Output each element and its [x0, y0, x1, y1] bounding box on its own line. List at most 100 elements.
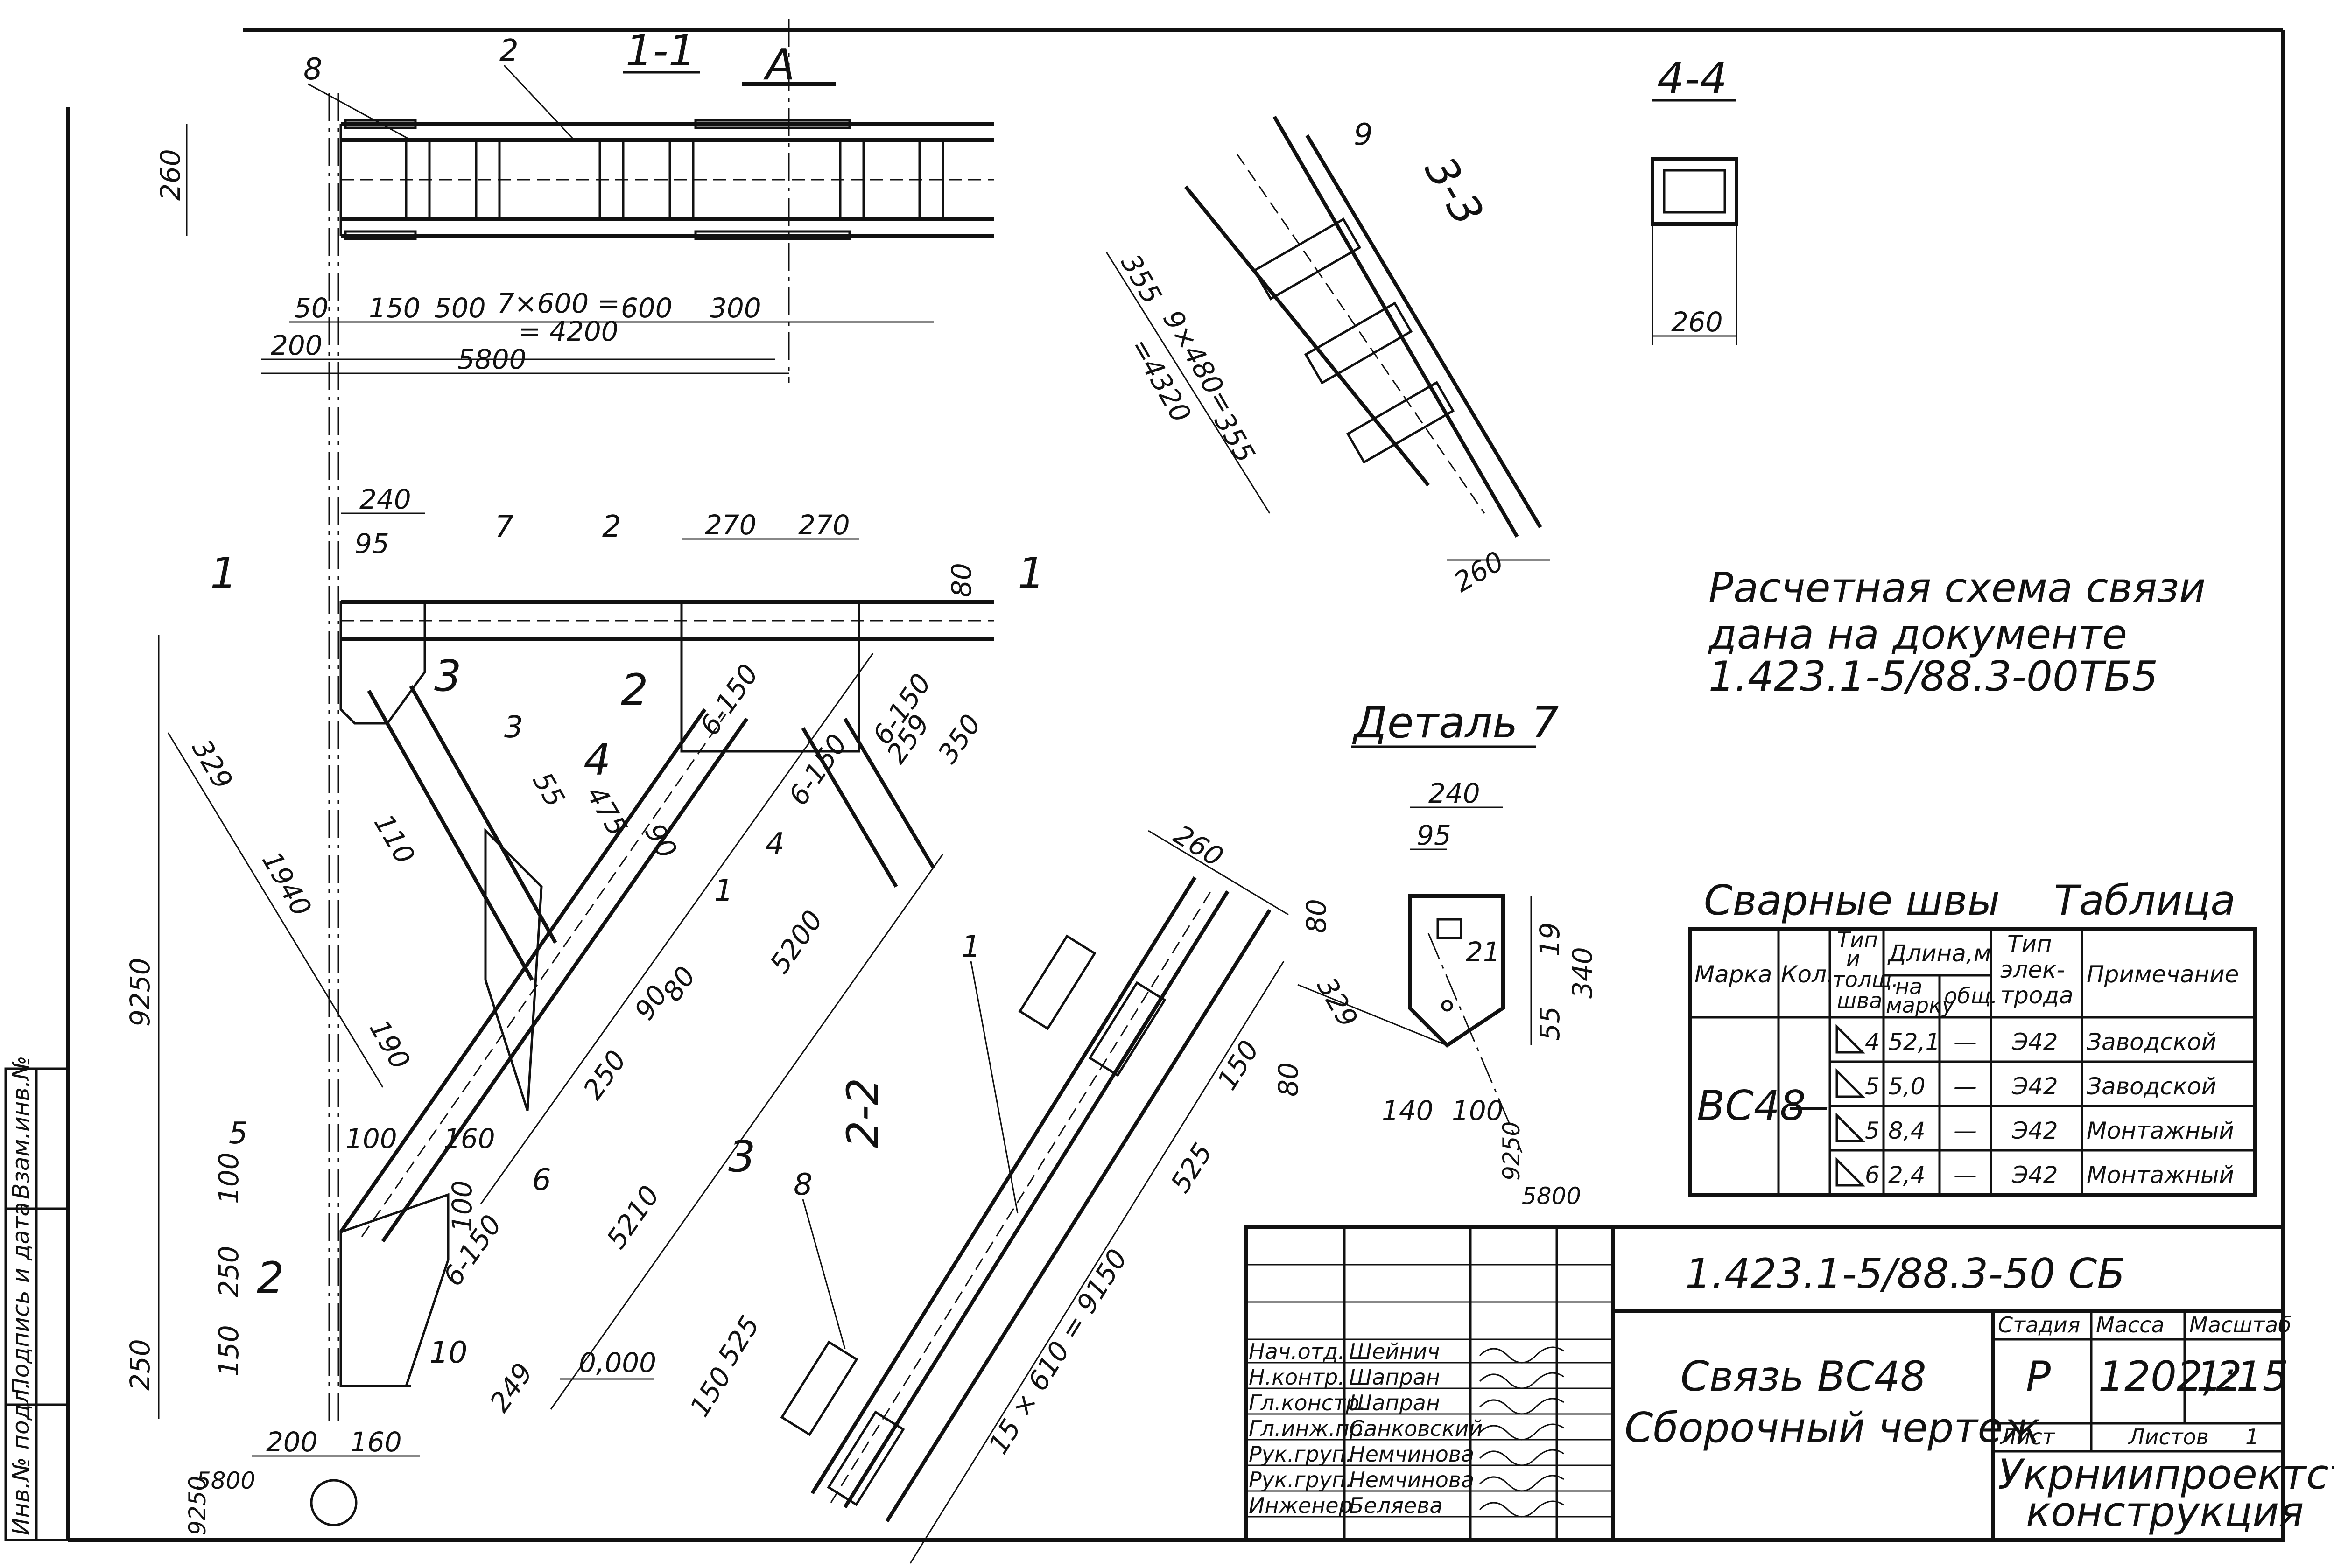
section-2-2: 2-2 260 150 525 15 × 610 = 9150 525 150 … — [683, 819, 1289, 1564]
person-name: Санковский — [1349, 1416, 1483, 1441]
cut-2-upper: 2 — [621, 665, 648, 715]
d7-dim-9250: 9250 — [1498, 1121, 1525, 1181]
weld-row-total: — — [1954, 1073, 1977, 1100]
pos-1-main: 1 — [714, 874, 733, 908]
stage-label: Стадия — [1998, 1312, 2080, 1337]
person-role: Н.контр. — [1249, 1365, 1345, 1390]
weld-6-150-a: 6-150 — [694, 658, 765, 741]
person-role: Рук.груп. — [1249, 1467, 1353, 1492]
person-role: Гл.инж.пр. — [1249, 1416, 1370, 1441]
s22-dim-15x610: 15 × 610 = 9150 — [982, 1244, 1133, 1460]
detail-7-title: Деталь 7 — [1352, 698, 1559, 748]
cut-3-upper: 3 — [434, 651, 462, 701]
axis-a-mark: А — [763, 40, 795, 90]
dim-160-lower: 160 — [443, 1123, 495, 1155]
weld-row: 6 2,4 — Э42 Монтажный — [1835, 1156, 2234, 1189]
d7-dim-329: 329 — [1311, 972, 1364, 1033]
weld-row: 4 52,1 — Э42 Заводской — [1835, 1023, 2216, 1056]
dim-9250: 9250 — [124, 958, 156, 1027]
dim-7x600-b: = 4200 — [518, 315, 619, 347]
dim-500: 500 — [434, 292, 486, 324]
dim-270-a: 270 — [705, 509, 757, 541]
main-view: 240 95 270 270 80 7 2 3 4 5 6 1 10 1 1 2… — [124, 483, 1045, 1535]
title-block: Нач.отд. Шейнич Н.контр. Шапран Гл.конст… — [1244, 1225, 2334, 1542]
cut-1-right: 1 — [1018, 548, 1045, 598]
weld-row-per-mark: 5,0 — [1888, 1073, 1926, 1100]
dim-200-bottom: 200 — [266, 1426, 318, 1458]
drawing-title-2: Сборочный чертеж — [1624, 1404, 2040, 1452]
section-3-3-title: 3-3 — [1415, 148, 1493, 234]
weld-hdr-type-2: толщ. — [1832, 967, 1898, 992]
dim-240: 240 — [359, 483, 411, 515]
weld-table-title: Сварные швы — [1704, 876, 2000, 924]
detail-7: Деталь 7 240 95 80 21 19 340 329 55 80 1… — [1272, 698, 1598, 1210]
dim-250-far: 250 — [124, 1339, 156, 1391]
weld-hdr-note: Примечание — [2087, 961, 2239, 988]
org-line-1: Укрниипроектсталь- — [1998, 1450, 2334, 1498]
weld-hdr-type-0: Тип — [1837, 927, 1878, 952]
dim-5800-corner: 5800 — [196, 1467, 255, 1494]
dim-300: 300 — [710, 292, 761, 324]
stamp-inv-orig: Инв.№ подл. — [7, 1382, 35, 1535]
dim-80-top: 80 — [946, 563, 977, 597]
dim-100-lower: 100 — [345, 1123, 397, 1155]
person-role: Гл.констр. — [1249, 1390, 1366, 1415]
dim-260-vertical: 260 — [155, 149, 186, 201]
weld-hdr-length: Длина,м — [1887, 940, 1991, 967]
weld-row: 5 8,4 — Э42 Монтажный — [1835, 1112, 2234, 1144]
d7-dim-80-b: 80 — [1272, 1062, 1304, 1097]
s22-dim-525-a: 525 — [711, 1310, 766, 1371]
d7-dim-21: 21 — [1466, 936, 1500, 968]
weld-row-type: 6 — [1865, 1162, 1880, 1189]
cut-3-lower: 3 — [728, 1132, 756, 1182]
note-line-2: дана на документе — [1708, 610, 2127, 658]
scale-value: 1:15 — [2196, 1352, 2289, 1400]
d7-dim-95: 95 — [1417, 819, 1451, 851]
dim-350: 350 — [932, 708, 987, 769]
weld-hdr-per-mark-1: марку — [1886, 993, 1955, 1018]
d7-dim-5800: 5800 — [1522, 1183, 1581, 1210]
dim-329: 329 — [186, 734, 239, 795]
weld-row-note: Заводской — [2087, 1029, 2216, 1056]
dim-1940: 1940 — [256, 846, 318, 922]
section-3-3: 3-3 355 9×480= =4320 355 260 9 — [1105, 115, 1550, 598]
weld-table: Сварные швы Таблица Марка Кол. Тип и тол… — [1688, 876, 2257, 1197]
dim-190: 190 — [363, 1014, 416, 1075]
dim-9250-corner: 9250 — [184, 1476, 211, 1535]
section-1-1: 1-1 А 260 50 150 500 7×600 = = 4200 60 — [155, 26, 994, 375]
weld-row-note: Заводской — [2087, 1073, 2216, 1100]
dim-249: 249 — [484, 1357, 539, 1418]
note-line-3: 1.423.1-5/88.3-00ТБ5 — [1708, 652, 2158, 700]
sheet-label: Лист — [1999, 1424, 2055, 1449]
title-person-row: Рук.груп. Немчинова — [1249, 1467, 1474, 1492]
stamp-replace-inv: Взам.инв.№ — [7, 1056, 35, 1199]
title-person-row: Нач.отд. Шейнич — [1249, 1339, 1440, 1364]
d7-dim-340: 340 — [1567, 947, 1598, 999]
person-name: Немчинова — [1349, 1442, 1474, 1467]
weld-row-electrode: Э42 — [2011, 1117, 2058, 1144]
weld-row-electrode: Э42 — [2011, 1162, 2058, 1189]
d7-dim-55: 55 — [1534, 1006, 1566, 1041]
dim-250-left: 250 — [213, 1246, 245, 1297]
dim-100-left: 100 — [213, 1152, 245, 1204]
title-person-row: Рук.груп. Немчинова — [1249, 1442, 1474, 1467]
pos-6: 6 — [532, 1163, 551, 1197]
dim-200: 200 — [271, 329, 323, 361]
weld-table-tag: Таблица — [2054, 876, 2236, 924]
dim-95: 95 — [355, 528, 389, 560]
weld-hdr-electrode-1: элек- — [2000, 956, 2065, 983]
dim-7x600-a: 7×600 = — [497, 287, 620, 319]
pos-2-top: 2 — [499, 34, 519, 68]
dim-160-bottom: 160 — [350, 1426, 402, 1458]
sheets-value: 1 — [2245, 1424, 2259, 1449]
dim-90-a: 90 — [639, 818, 683, 864]
d7-dim-19: 19 — [1534, 922, 1566, 957]
cut-4: 4 — [584, 735, 611, 785]
title-person-row: Гл.констр. Шапран — [1249, 1390, 1440, 1415]
sheets-label: Листов — [2128, 1424, 2209, 1449]
weld-row-note: Монтажный — [2087, 1162, 2234, 1189]
d7-dim-100: 100 — [1452, 1095, 1504, 1127]
stage-value: Р — [2026, 1352, 2051, 1400]
title-person-row: Инженер Беляева — [1249, 1493, 1443, 1518]
weld-hdr-per-mark-0: на — [1895, 974, 1922, 999]
